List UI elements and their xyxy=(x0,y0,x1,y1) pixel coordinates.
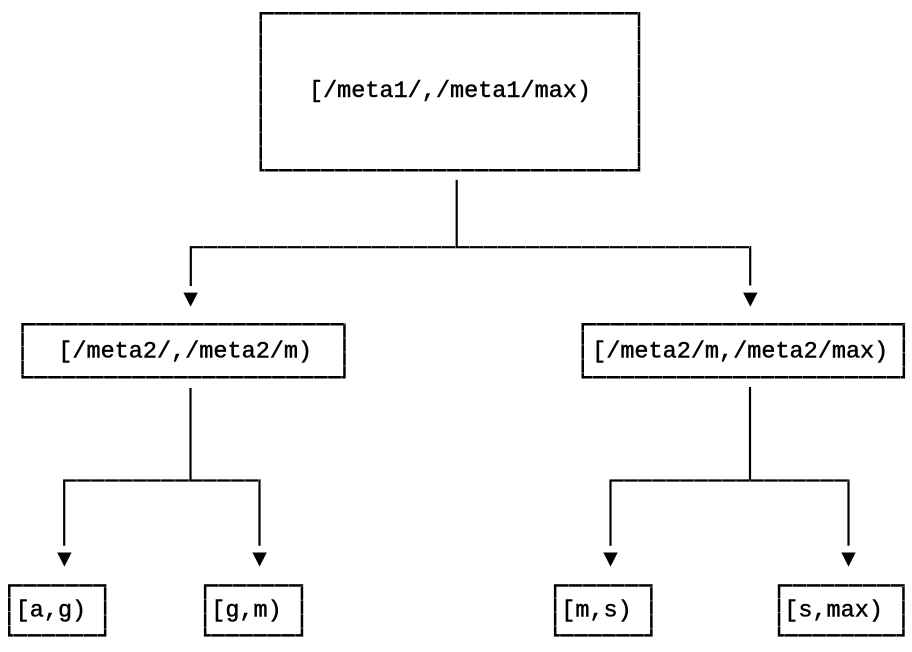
svg-text:[g,m): [g,m) xyxy=(211,598,282,625)
svg-text:[/meta2/,/meta2/m): [/meta2/,/meta2/m) xyxy=(58,338,312,365)
svg-text:[/meta2/m,/meta2/max): [/meta2/m,/meta2/max) xyxy=(592,338,888,365)
svg-text:[/meta1/,/meta1/max): [/meta1/,/meta1/max) xyxy=(309,78,591,105)
svg-text:[s,max): [s,max) xyxy=(784,598,883,625)
svg-text:[a,g): [a,g) xyxy=(16,598,87,625)
svg-text:[m,s): [m,s) xyxy=(561,598,632,625)
